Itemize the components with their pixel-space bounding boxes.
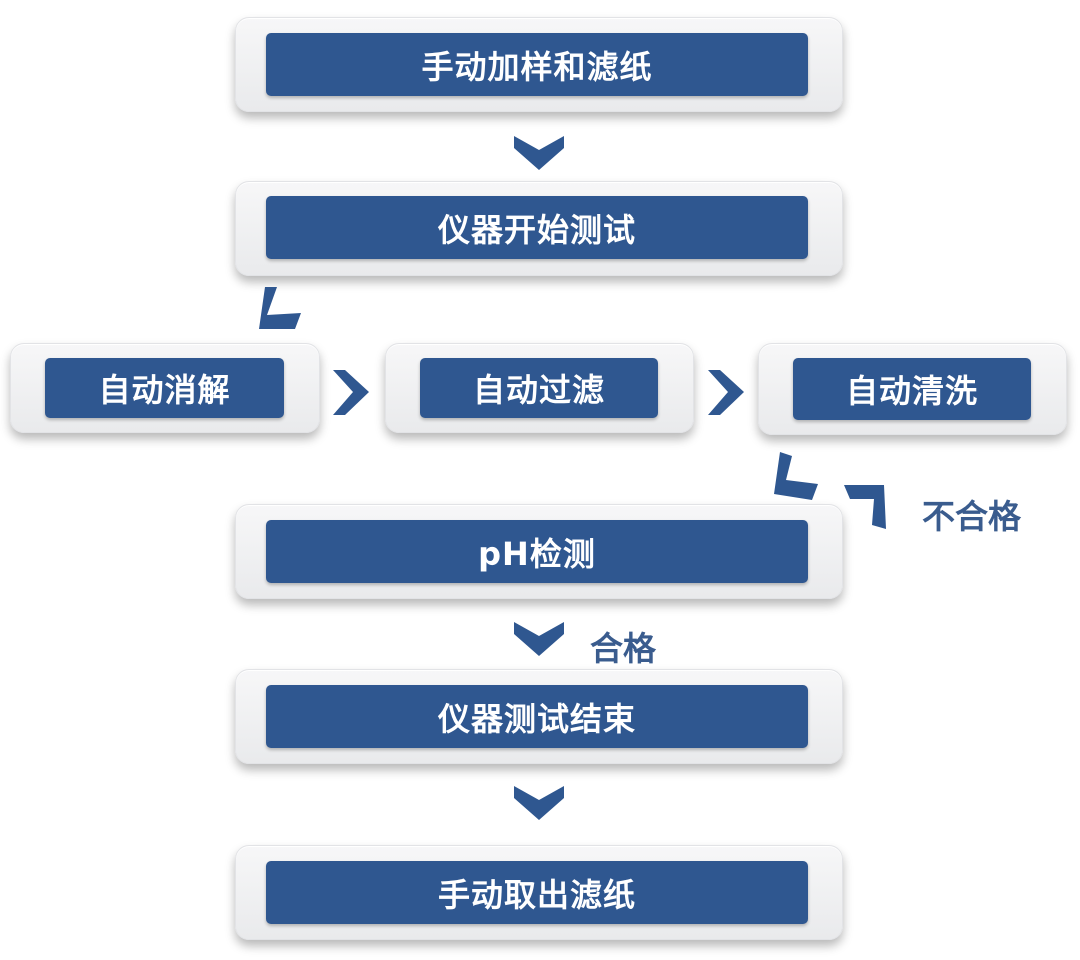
step-manual-remove: 手动取出滤纸 (266, 861, 808, 924)
step-end-test: 仪器测试结束 (266, 685, 808, 748)
arrow-down-3 (514, 786, 564, 820)
fail-label: 不合格 (922, 497, 1021, 536)
step-manual-load: 手动加样和滤纸 (266, 33, 808, 96)
loop-arrow-down (844, 485, 886, 529)
step-auto-filter: 自动过滤 (420, 358, 658, 418)
arrow-down-1 (514, 136, 564, 170)
step-start-test: 仪器开始测试 (266, 196, 808, 259)
arrow-right-1 (333, 370, 369, 415)
arrow-right-2 (708, 370, 744, 415)
step-ph-check: pH检测 (266, 520, 808, 583)
corner-arrow-down-left (259, 287, 301, 329)
step-auto-clean: 自动清洗 (793, 358, 1031, 420)
step-auto-digest: 自动消解 (45, 358, 284, 418)
pass-label: 合格 (590, 629, 656, 668)
arrow-down-2 (514, 622, 564, 656)
loop-arrow-up (774, 452, 818, 500)
